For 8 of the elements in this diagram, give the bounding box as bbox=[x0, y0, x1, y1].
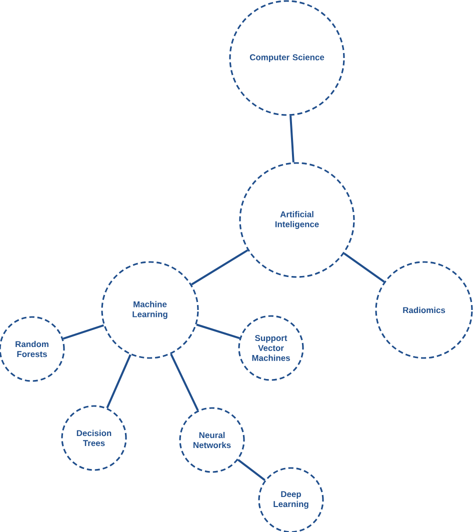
connector-line bbox=[62, 324, 104, 340]
connector-line bbox=[290, 116, 294, 162]
connector-line bbox=[106, 354, 132, 408]
connector-line bbox=[191, 249, 248, 286]
connector-line bbox=[196, 324, 240, 340]
connector-line bbox=[344, 252, 385, 283]
connector-line bbox=[170, 354, 199, 411]
connector-line bbox=[238, 459, 266, 481]
